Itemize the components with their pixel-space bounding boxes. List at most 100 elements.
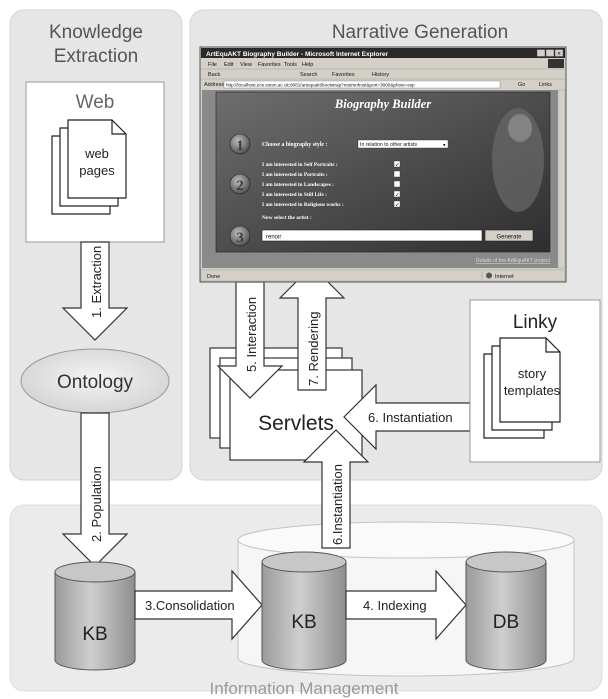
interest-option: I am interested in Landscapes : [262,180,401,188]
rendering-label: 7. Rendering [306,312,321,386]
interest-checkbox[interactable] [393,190,401,198]
close-button[interactable] [554,49,564,57]
check-icon: ✓ [395,193,400,199]
consolidation-arrow: 3.Consolidation [134,569,263,641]
step-2-number: 2 [236,178,244,194]
story-templates-document-icon [483,337,561,439]
kb-center-label: KB [291,612,316,633]
browser-status-bar: Done Internet [200,269,566,282]
project-details-link[interactable]: Details of the ArtEquAKT project [476,258,551,264]
step-3-number: 3 [236,230,244,246]
interest-checkbox[interactable] [393,180,401,188]
instantiation-bottom-label: 6.Instantiation [330,464,345,545]
interest-label: I am interested in Still Life : [262,192,327,198]
instantiation-right-label: 6. Instantiation [368,410,453,425]
biography-style-value: In relation to other artists [360,142,417,148]
menu-edit[interactable]: Edit [224,62,234,68]
menu-tools[interactable]: Tools [284,62,297,68]
address-label: Address [204,82,224,88]
db-label: DB [493,612,519,633]
search-button[interactable]: Search [300,72,317,78]
instantiation-bottom-arrow: 6.Instantiation [302,429,370,549]
interest-checkbox[interactable] [393,160,401,168]
portrait-illustration [492,108,544,212]
instantiation-right-arrow: 6. Instantiation [343,383,471,451]
interest-option: I am interested in Still Life : ✓ [262,190,401,199]
indexing-arrow: 4. Indexing [345,569,467,641]
information-management-title: Information Management [210,679,399,698]
maximize-button[interactable] [545,49,555,57]
browser-window: ArtEquAKT Biography Builder - Microsoft … [199,46,567,283]
kb-left-label: KB [82,624,107,645]
web-pages-label-line1: web [84,146,109,161]
interaction-label: 5. Interaction [244,297,259,372]
interest-checkbox[interactable] [393,170,401,178]
menu-view[interactable]: View [240,62,252,68]
browser-title-bar [201,48,565,58]
db-cylinder: DB [465,551,547,671]
page-content: Biography Builder 1 Choose a biography s… [202,89,566,269]
knowledge-extraction-title-line2: Extraction [54,46,138,67]
kb-left-cylinder: KB [54,561,136,671]
step-1-number: 1 [236,138,244,154]
ontology-node: Ontology [20,348,170,414]
biography-style-select[interactable] [357,139,449,149]
artist-input[interactable] [261,229,483,242]
population-label: 2. Population [89,466,104,542]
biography-style-label: Choose a biography style : [262,142,327,148]
browser-toolbar: Back Search Favorites History [201,68,565,78]
globe-icon [486,272,492,279]
interest-label: I am interested in Religious works : [262,202,344,208]
menu-help[interactable]: Help [302,62,313,68]
browser-menu-bar: File Edit View Favorites Tools Help [208,59,564,68]
interest-checkbox[interactable] [393,200,401,208]
menu-file[interactable]: File [208,62,217,68]
window-controls: × [536,49,564,58]
web-pages-document-icon [51,119,127,215]
check-icon: ✓ [395,163,400,169]
history-button[interactable]: History [372,72,389,78]
artist-prompt: Now select the artist : [262,215,312,221]
check-icon: ✓ [395,203,400,209]
web-box: Web web pages [25,81,165,243]
go-button[interactable]: Go [518,82,525,88]
links-button[interactable]: Links [539,82,552,88]
kb-center-cylinder: KB [261,551,347,671]
vertical-scrollbar[interactable] [557,89,566,269]
minimize-button[interactable] [536,49,546,57]
artist-input-value: renoir [266,235,281,241]
web-pages-label-line2: pages [79,163,115,178]
status-text: Done [207,274,220,280]
ie-logo-icon [548,59,564,68]
browser-title: ArtEquAKT Biography Builder - Microsoft … [206,51,388,58]
biography-builder-heading: Biography Builder [334,97,431,111]
back-button[interactable]: Back [208,72,220,78]
extraction-arrow: 1. Extraction [61,241,129,341]
extraction-label: 1. Extraction [89,246,104,318]
interaction-arrow: 5. Interaction [216,281,284,399]
population-arrow: 2. Population [61,412,129,567]
interest-option: I am interested in Self Portraits : ✓ [262,160,401,169]
step-2-badge [229,173,251,195]
generate-label: Generate [496,235,522,241]
generate-button[interactable] [484,229,534,242]
story-templates-label-line2: templates [504,383,561,398]
select-chevron-icon: ▾ [443,143,446,149]
favorites-button[interactable]: Favorites [332,72,355,78]
address-value: http://localhost.ecs.soton.ac.uk:8081/ar… [226,83,415,88]
menu-favorites[interactable]: Favorites [258,62,281,68]
ontology-label: Ontology [57,372,134,393]
interest-option: I am interested in Religious works : ✓ [262,200,401,209]
address-input[interactable] [223,80,501,89]
interest-label: I am interested in Landscapes : [262,182,334,188]
servlets-label: Servlets [258,412,334,435]
story-templates-label-line1: story [518,366,547,381]
step-1-badge [229,133,251,155]
indexing-label: 4. Indexing [363,598,427,613]
knowledge-extraction-title-line1: Knowledge [49,22,143,43]
rendering-arrow: 7. Rendering [278,265,346,391]
linky-title: Linky [513,312,558,333]
zone-text: Internet [495,274,514,280]
browser-address-bar: Address http://localhost.ecs.soton.ac.uk… [201,78,565,89]
